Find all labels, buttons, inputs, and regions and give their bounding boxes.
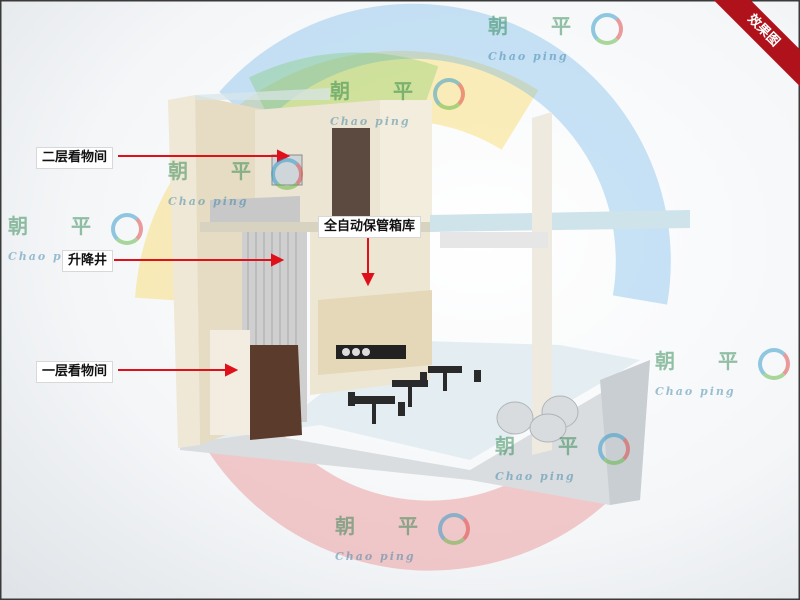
label-elevator-shaft: 升降井 xyxy=(62,250,114,272)
blue-swirl xyxy=(219,3,671,305)
label-first-floor-viewing-room: 一层看物间 xyxy=(36,361,114,383)
top-glass xyxy=(195,88,330,100)
red-swirl xyxy=(199,402,626,571)
corner-tag-label: 效果图 xyxy=(710,0,800,90)
upper-side-wall xyxy=(380,100,432,230)
canopy-column xyxy=(532,112,552,455)
upper-monitor xyxy=(271,154,303,186)
storage-vault-panel xyxy=(318,290,432,375)
floor-slab-side xyxy=(180,360,650,505)
cafe-furniture xyxy=(348,366,481,424)
callout-arrows xyxy=(114,149,375,377)
label-auto-storage-vault: 全自动保管箱库 xyxy=(318,216,422,238)
lower-cabinet xyxy=(210,330,250,435)
lower-door xyxy=(250,345,302,440)
canopy-beam xyxy=(430,210,690,232)
rendering-corner-tag: 效果图 xyxy=(710,0,800,90)
label-second-floor-viewing-room: 二层看物间 xyxy=(36,147,114,169)
lounge-chairs xyxy=(496,395,579,443)
left-wall xyxy=(168,95,200,448)
canopy-frame xyxy=(440,232,548,248)
upper-door xyxy=(332,128,370,223)
upper-sofa xyxy=(210,196,300,222)
vault-window xyxy=(336,345,406,359)
